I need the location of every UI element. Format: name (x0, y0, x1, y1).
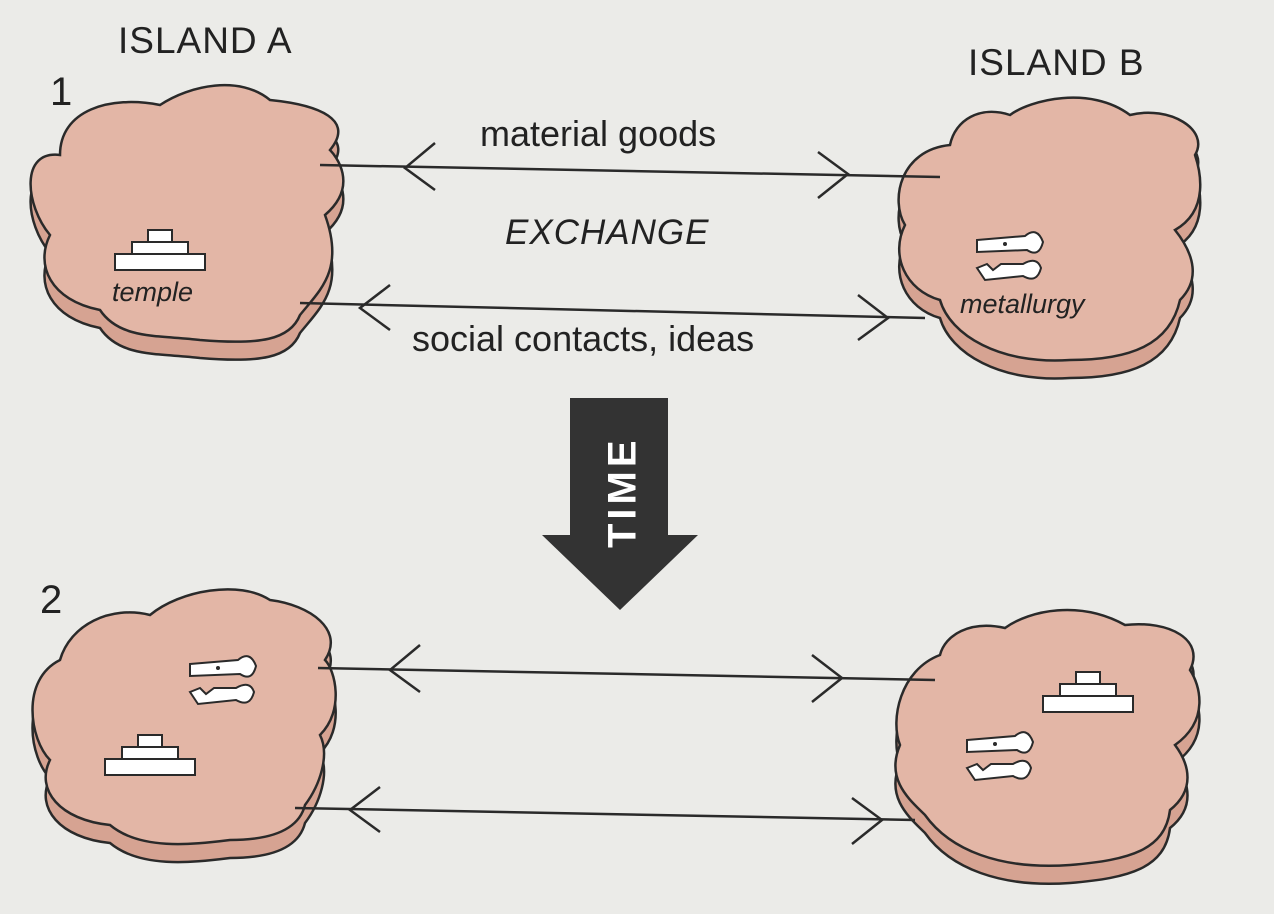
arrow-stage2-bottom (294, 786, 916, 845)
stage-1-number: 1 (50, 70, 73, 114)
metallurgy-label: metallurgy (960, 289, 1085, 319)
arrow-stage2-top (317, 644, 936, 703)
time-label: TIME (600, 436, 645, 548)
island-b1-top (897, 96, 1202, 362)
time-arrow (542, 398, 698, 610)
island-a1-top (29, 83, 345, 343)
island-b-title: ISLAND B (968, 42, 1145, 83)
island-b-stage2 (894, 608, 1201, 885)
island-a-title: ISLAND A (118, 20, 293, 61)
temple-label: temple (112, 277, 194, 307)
exchange-label: EXCHANGE (505, 213, 710, 252)
island-b2-top (894, 608, 1201, 867)
stage-2-number: 2 (40, 578, 63, 622)
social-contacts-label: social contacts, ideas (412, 318, 755, 359)
arrow-material-goods (319, 142, 941, 199)
island-a2-top (31, 588, 337, 846)
island-b-stage1 (897, 96, 1202, 380)
arrow-social-contacts (299, 284, 926, 342)
island-a-stage1 (29, 83, 345, 361)
material-goods-label: material goods (480, 113, 717, 154)
island-a-stage2 (31, 588, 337, 864)
